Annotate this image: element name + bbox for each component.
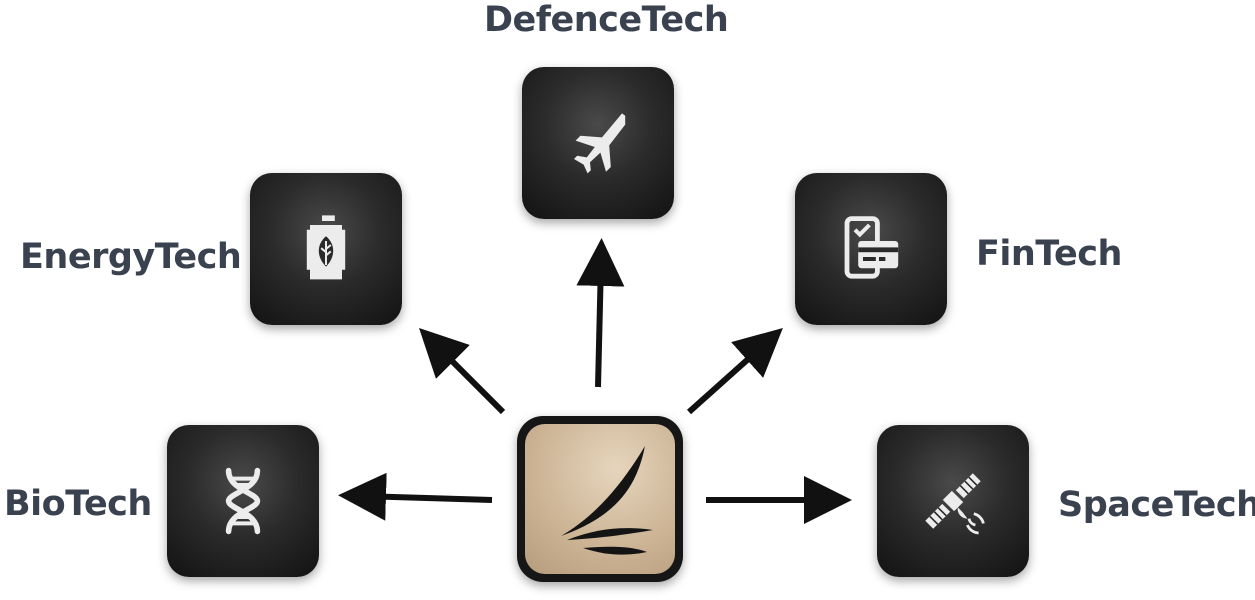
- arrow-to-biotech: [338, 472, 493, 521]
- satellite-icon: [925, 473, 985, 535]
- phone-card-payment-icon: [844, 216, 899, 279]
- fuel-can-leaf-icon: [306, 215, 346, 280]
- tile-energytech: [250, 173, 402, 325]
- tile-biotech: [167, 425, 319, 577]
- tile-fintech: [795, 173, 947, 325]
- tile-spacetech: [877, 425, 1029, 577]
- arrow-to-energytech: [419, 328, 506, 415]
- dna-helix-icon: [225, 467, 261, 535]
- label-biotech: BioTech: [4, 484, 152, 524]
- hub-logo-background: [525, 424, 675, 574]
- label-fintech: FinTech: [976, 234, 1122, 274]
- label-defencetech: DefenceTech: [484, 0, 729, 40]
- label-energytech: EnergyTech: [20, 237, 242, 277]
- label-spacetech: SpaceTech: [1058, 485, 1255, 525]
- hub-logo-tile: [517, 416, 683, 582]
- fighter-jet-icon: [574, 113, 626, 174]
- brand-swoosh-logo-icon: [561, 446, 653, 555]
- arrow-to-fintech: [686, 327, 783, 415]
- arrow-to-defencetech: [576, 238, 625, 388]
- tile-defencetech: [522, 67, 674, 219]
